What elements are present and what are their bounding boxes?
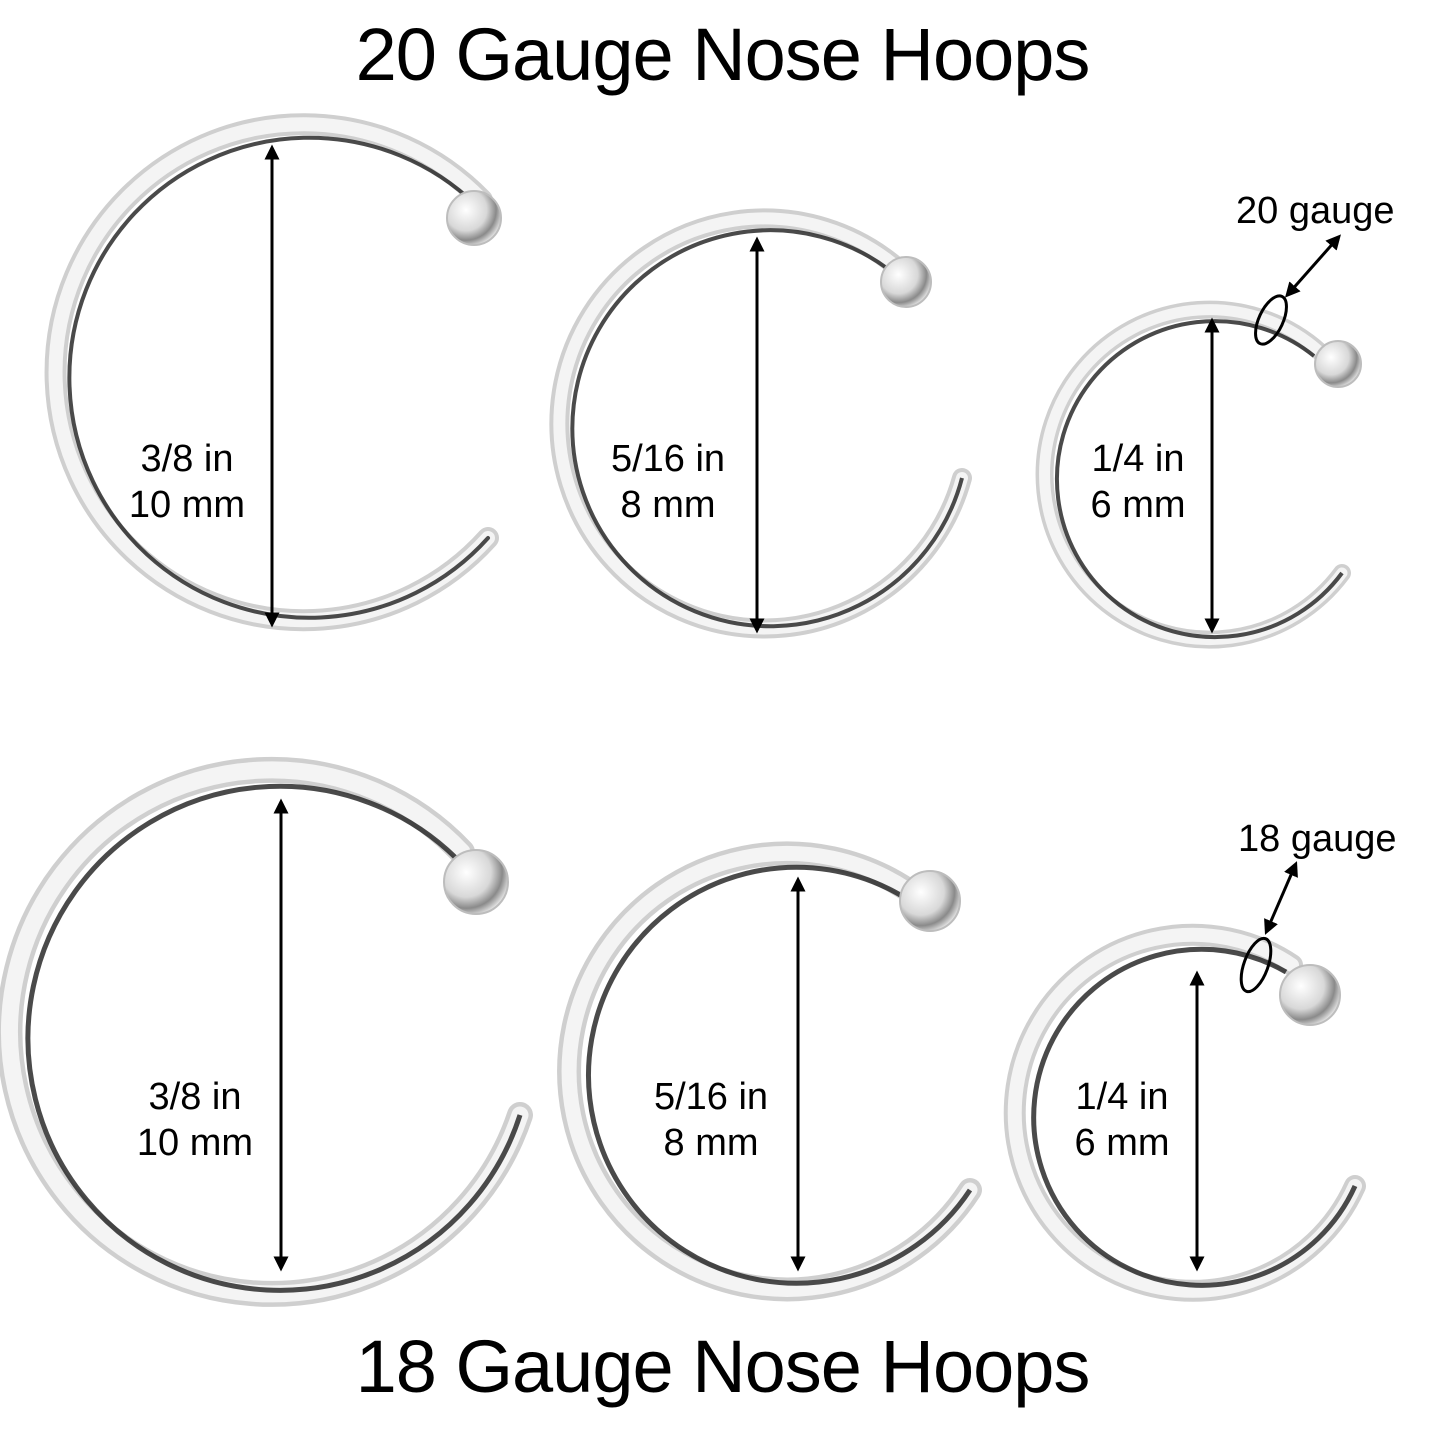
hoop-label-20g-3-8: 3/8 in 10 mm	[102, 436, 272, 528]
size-mm: 6 mm	[1074, 1122, 1170, 1164]
size-mm: 6 mm	[1090, 484, 1186, 526]
gauge-label-18: 18 gauge	[1238, 818, 1397, 860]
size-mm: 10 mm	[128, 484, 246, 526]
hoop-20g-3-8	[44, 113, 502, 632]
hoop-20g-5-16	[549, 208, 972, 639]
hoop-20g-1-4	[1035, 300, 1362, 649]
size-mm: 10 mm	[136, 1122, 254, 1164]
hoop-18g-1-4	[1003, 923, 1366, 1302]
hoop-label-18g-3-8: 3/8 in 10 mm	[110, 1074, 280, 1166]
gauge-callout-20	[1254, 234, 1341, 346]
hoop-label-20g-5-16: 5/16 in 8 mm	[582, 436, 754, 528]
size-inches: 5/16 in	[610, 438, 726, 480]
size-inches: 3/8 in	[148, 1076, 242, 1118]
size-inches: 1/4 in	[1075, 1076, 1169, 1118]
size-mm: 8 mm	[663, 1122, 759, 1164]
size-inches: 5/16 in	[653, 1076, 769, 1118]
title-20-gauge: 20 Gauge Nose Hoops	[355, 13, 1091, 96]
size-inches: 1/4 in	[1091, 438, 1185, 480]
hoop-label-18g-5-16: 5/16 in 8 mm	[625, 1074, 797, 1166]
hoop-label-18g-1-4: 1/4 in 6 mm	[1052, 1074, 1192, 1166]
hoop-18g-5-16	[557, 841, 982, 1302]
size-inches: 3/8 in	[140, 438, 234, 480]
title-18-gauge: 18 Gauge Nose Hoops	[355, 1325, 1091, 1408]
size-mm: 8 mm	[620, 484, 716, 526]
hoop-label-20g-1-4: 1/4 in 6 mm	[1068, 436, 1208, 528]
hoop-18g-3-8	[0, 756, 533, 1307]
gauge-label-20: 20 gauge	[1236, 190, 1395, 232]
gauge-callout-18	[1239, 861, 1298, 994]
